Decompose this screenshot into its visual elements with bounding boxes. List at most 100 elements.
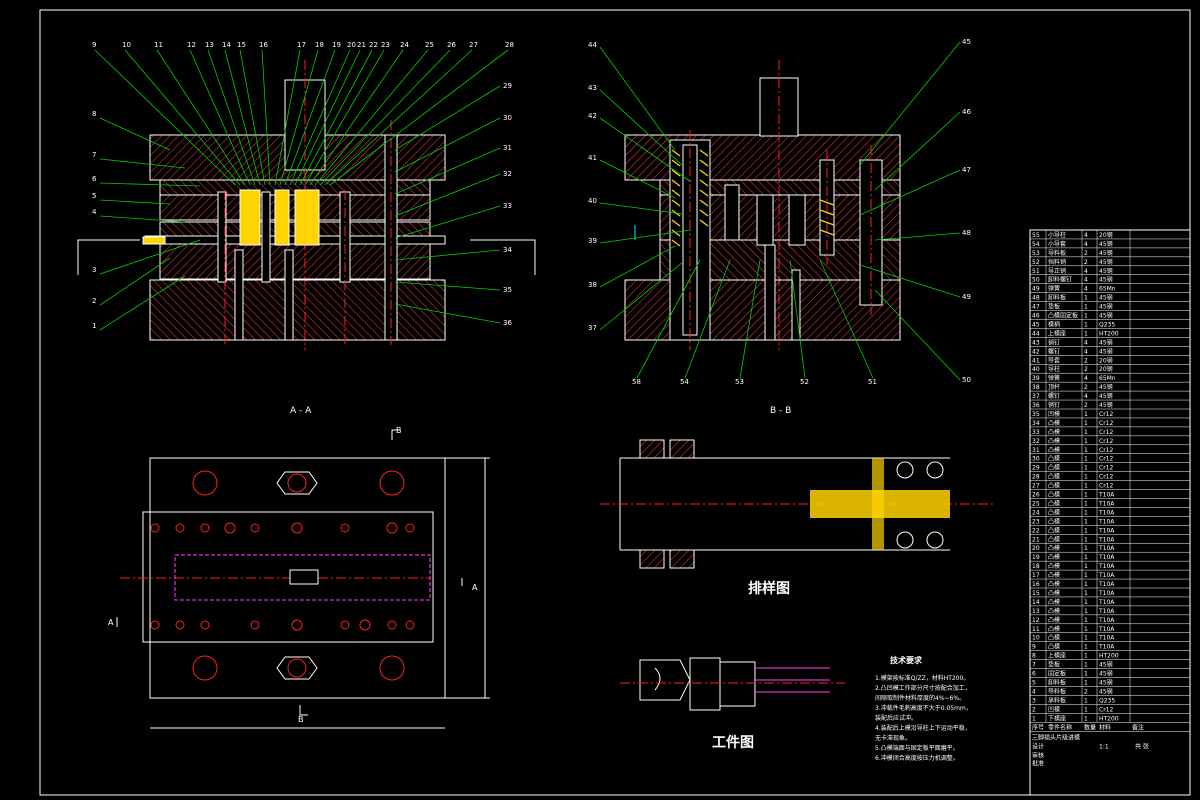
bb-callout-42: 42	[588, 112, 597, 120]
bom-cell: Cr12	[1099, 483, 1113, 490]
aa-callout-31: 31	[503, 144, 512, 152]
bom-cell: Cr12	[1099, 429, 1113, 436]
bom-cell: T10A	[1098, 527, 1115, 534]
bom-cell: 4	[1084, 241, 1088, 248]
bb-leader-41	[599, 159, 676, 199]
bom-cell: 导料板	[1048, 249, 1066, 257]
bom-cell: 凸模	[1048, 446, 1060, 454]
strip-layout-title: 排样图	[748, 580, 790, 597]
aa-callout-12: 12	[187, 41, 196, 49]
bom-cell: 凸模	[1048, 562, 1060, 570]
bom-cell: 1	[1084, 321, 1088, 328]
bom-cell: 小导套	[1048, 240, 1066, 248]
bom-cell: Cr12	[1099, 411, 1113, 418]
aa-leader-10	[124, 49, 241, 186]
bb-callout-45: 45	[962, 38, 971, 46]
bom-header-h_name: 零件名称	[1048, 723, 1072, 731]
bom-cell: T10A	[1098, 644, 1115, 651]
title-block-name: 三脚插头片级进模	[1032, 733, 1080, 741]
bom-cell: T10A	[1098, 581, 1115, 588]
aa-leader-5	[99, 199, 171, 205]
bom-cell: 16	[1032, 581, 1040, 588]
bom-cell: 1	[1084, 411, 1088, 418]
bom-cell: 40	[1032, 366, 1040, 373]
bom-cell: 22	[1032, 527, 1040, 534]
bom-cell: 销钉	[1048, 338, 1060, 346]
bom-cell: 凸模	[1048, 544, 1060, 552]
bom-cell: 2	[1084, 259, 1088, 266]
bom-cell: 19	[1032, 554, 1040, 561]
bb-leader-40	[599, 202, 684, 215]
technical-notes: 技术要求 1.模架按标准Q/ZZ，材料HT200。2.凸凹模工作部分尺寸按配合加…	[875, 655, 972, 762]
aa-callout-30: 30	[503, 114, 512, 122]
title-block-designer: 设计	[1032, 742, 1044, 750]
bom-cell: 凸模	[1048, 634, 1060, 642]
bb-callout-58: 58	[632, 378, 641, 386]
view-bb: B - B	[624, 60, 901, 416]
bom-cell: 10	[1032, 635, 1040, 642]
aa-leader-15	[239, 49, 266, 186]
bom-cell: 1	[1084, 429, 1088, 436]
aa-callout-32: 32	[503, 170, 512, 178]
bom-cell: 28	[1032, 474, 1040, 481]
bom-cell: 凸模	[1048, 580, 1060, 588]
bb-callout-46: 46	[962, 108, 971, 116]
aa-callout-15: 15	[237, 41, 246, 49]
bom-cell: 1	[1084, 536, 1088, 543]
bb-leader-38	[599, 245, 676, 288]
bom-cell: 1	[1084, 554, 1088, 561]
aa-leader-13	[207, 49, 256, 186]
bom-cell: 2	[1084, 384, 1088, 391]
bom-cell: 44	[1032, 330, 1040, 337]
aa-leader-34	[394, 249, 501, 261]
bom-cell: HT200	[1099, 653, 1119, 660]
bom-cell: 45钢	[1099, 249, 1113, 257]
bom-cell: 上模座	[1048, 329, 1066, 337]
aa-leader-27	[324, 49, 473, 186]
bom-cell: 3	[1032, 697, 1036, 704]
aa-leader-3	[99, 239, 201, 275]
bom-cell: 45钢	[1099, 661, 1113, 669]
aa-callout-16: 16	[259, 41, 268, 49]
aa-leader-2	[99, 257, 171, 306]
bom-cell: 53	[1032, 250, 1040, 257]
note-line: 1.模架按标准Q/ZZ，材料HT200。	[875, 674, 969, 682]
bb-leader-52	[789, 259, 806, 379]
aa-callout-20: 20	[347, 41, 356, 49]
bom-cell: 29	[1032, 465, 1040, 472]
aa-leader-30	[394, 117, 501, 173]
bom-header-h_mat: 材料	[1099, 723, 1111, 731]
bom-cell: 45钢	[1099, 276, 1113, 284]
bom-cell: 1	[1084, 662, 1088, 669]
bom-cell: T10A	[1098, 509, 1115, 516]
bom-cell: 1	[1084, 447, 1088, 454]
aa-callout-10: 10	[122, 41, 131, 49]
aa-callout-27: 27	[469, 41, 478, 49]
aa-leader-32	[394, 173, 501, 217]
bom-cell: T10A	[1098, 545, 1115, 552]
aa-callout-2: 2	[92, 297, 96, 305]
bom-cell: 45钢	[1099, 338, 1113, 346]
bom-cell: 37	[1032, 393, 1040, 400]
bom-cell: 20钢	[1099, 365, 1113, 373]
bom-cell: 2	[1084, 357, 1088, 364]
aa-leader-4	[99, 215, 186, 223]
bom-cell: 9	[1032, 644, 1036, 651]
title-block-approve: 批准	[1032, 759, 1044, 767]
aa-callout-36: 36	[503, 319, 512, 327]
